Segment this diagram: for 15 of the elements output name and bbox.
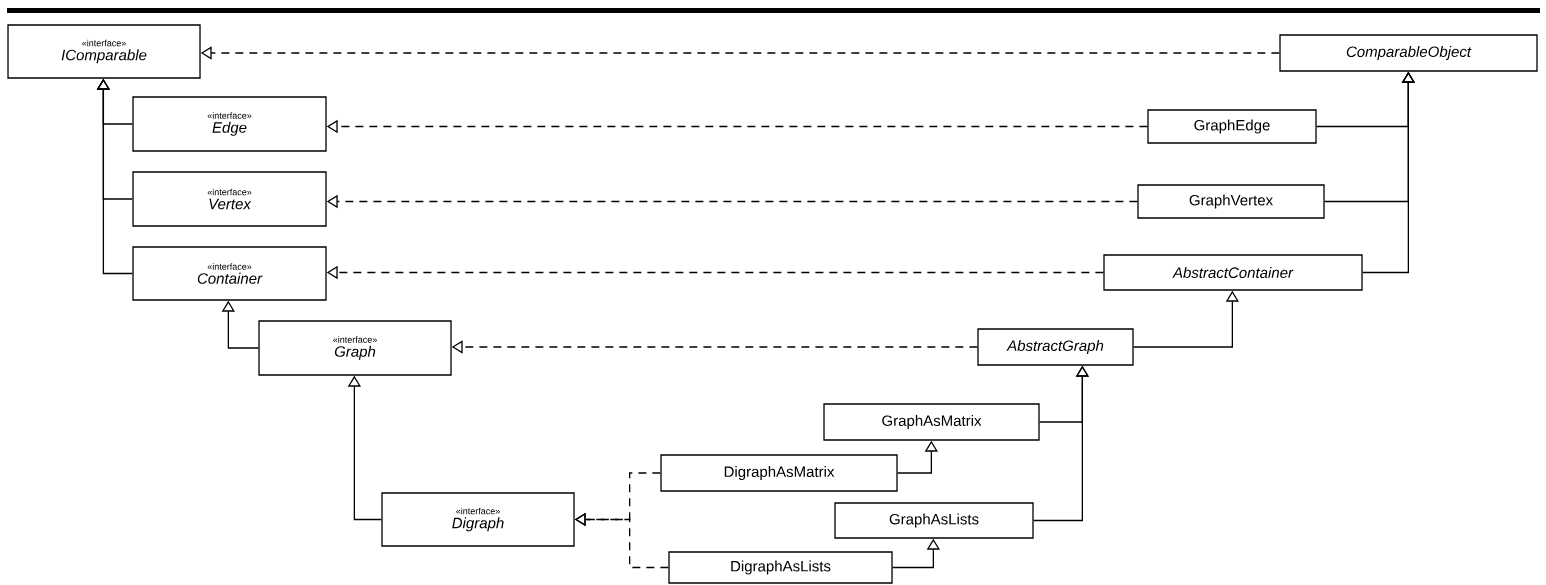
class-box: GraphAsLists — [834, 502, 1034, 539]
interface-box: «interface» Digraph — [381, 492, 575, 547]
interface-box: «interface» Container — [132, 246, 327, 301]
class-box: AbstractContainer — [1103, 254, 1363, 291]
class-box: GraphEdge — [1147, 109, 1317, 144]
class-box: DigraphAsLists — [668, 551, 893, 584]
interface-box: «interface» Vertex — [132, 171, 327, 227]
interface-box: «interface» Edge — [132, 96, 327, 152]
class-box: AbstractGraph — [977, 328, 1134, 366]
class-box: GraphVertex — [1137, 184, 1325, 219]
class-box: DigraphAsMatrix — [660, 454, 898, 492]
interface-box: «interface» IComparable — [7, 24, 201, 79]
class-box: ComparableObject — [1279, 34, 1538, 72]
interface-box: «interface» Graph — [258, 320, 452, 376]
class-box: GraphAsMatrix — [823, 403, 1040, 441]
